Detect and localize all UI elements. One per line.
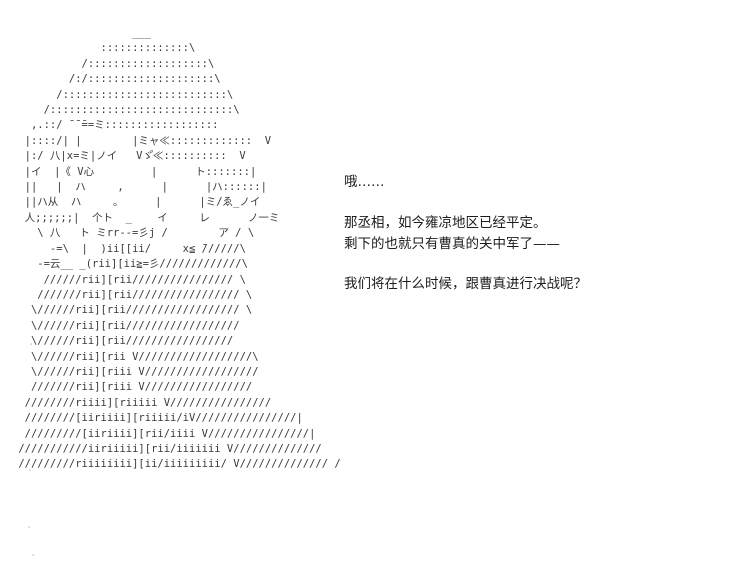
dialogue-line-3: 剩下的也就只有曹真的关中军了—— [344,236,560,252]
ascii-art-portrait: ___ ::::::::::::::\ /:::::::::::::::::::… [18,27,341,471]
dialogue-line-1: 哦…… [344,174,385,190]
dialogue-line-2: 那丞相，如今雍凉地区已经平定。 [344,215,547,231]
stray-speckle-mark: · [26,522,33,534]
dialogue-block: 哦…… 那丞相，如今雍凉地区已经平定。 剩下的也就只有曹真的关中军了—— 我们将… [344,172,724,295]
stray-speckle-mark: · [27,465,34,477]
dialogue-line-4: 我们将在什么时候，跟曹真进行决战呢？ [344,276,587,292]
stray-speckle-mark: · [30,550,37,562]
stray-speckle-mark: · [28,339,35,351]
